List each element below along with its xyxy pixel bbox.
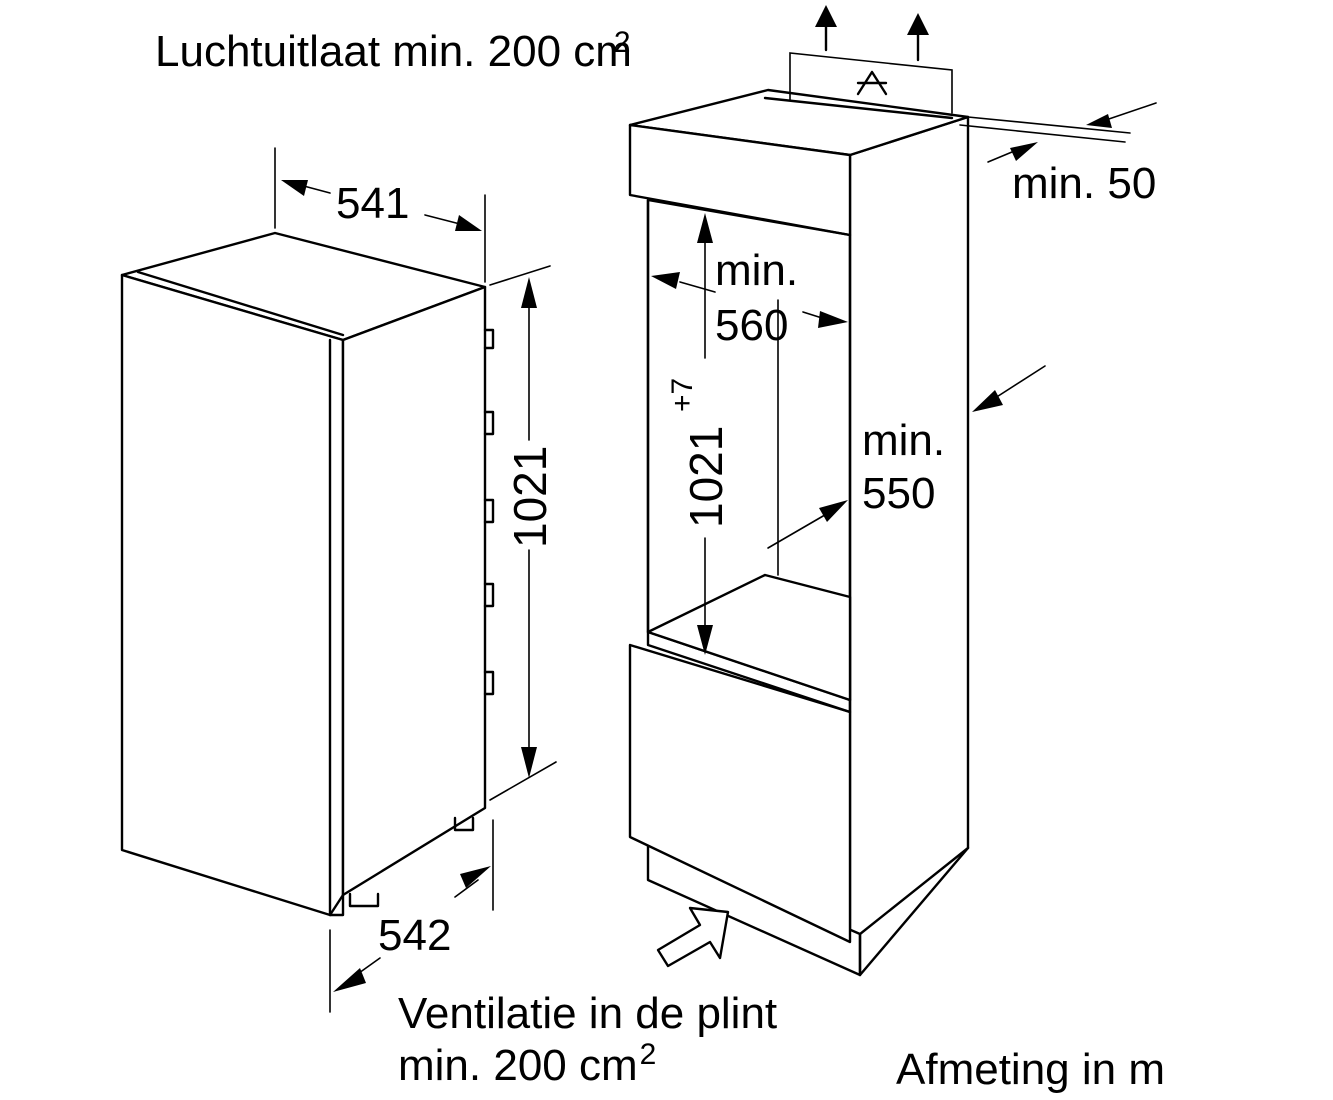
units-note: Afmeting in m (896, 1045, 1165, 1094)
appliance-side-face (341, 285, 487, 897)
plinth-vent-line2: min. 200 cm2 (398, 1038, 656, 1090)
niche-depth-min: min. (862, 416, 945, 465)
niche-depth-dimension (767, 365, 1046, 549)
gap-label: min. 50 (1012, 159, 1156, 208)
niche-drawing: min. 50 min. 560 1021 +7 min. 550 (628, 5, 1157, 977)
niche-width-value: 560 (715, 301, 788, 350)
vent-outlet (789, 5, 953, 114)
depth-dimension (329, 819, 494, 1013)
gap-dimension (959, 102, 1157, 163)
niche-width-dimension (651, 272, 848, 328)
cabinet-bottom-front (628, 643, 852, 944)
depth-label: 542 (378, 911, 451, 960)
air-outlet-label: Luchtuitlaat min. 200 cm2 (155, 26, 632, 76)
plinth-vent-text: min. 200 cm (398, 1041, 638, 1090)
niche-width-min: min. (715, 246, 798, 295)
air-outlet-superscript: 2 (614, 26, 631, 59)
niche-depth-value: 550 (862, 469, 935, 518)
appliance-drawing: 541 1021 542 (120, 147, 557, 1013)
height-label: 1021 (504, 446, 556, 548)
plinth-vent-superscript: 2 (640, 1038, 657, 1071)
plinth-vent-line1: Ventilatie in de plint (398, 989, 777, 1038)
air-outlet-text: Luchtuitlaat min. 200 cm (155, 27, 632, 76)
plinth-vent-arrow (656, 906, 730, 968)
width-dimension (274, 147, 486, 283)
niche-height-dimension (697, 213, 713, 655)
appliance-side-brackets (483, 328, 495, 696)
niche-height-tolerance: +7 (666, 378, 699, 412)
niche-floor (646, 573, 852, 702)
cabinet-side-panel (848, 115, 970, 944)
niche-height-value: 1021 (680, 426, 732, 528)
height-dimension (489, 265, 557, 801)
appliance-feet (348, 816, 475, 908)
appliance-door-face (120, 273, 345, 917)
width-label: 541 (336, 179, 409, 228)
